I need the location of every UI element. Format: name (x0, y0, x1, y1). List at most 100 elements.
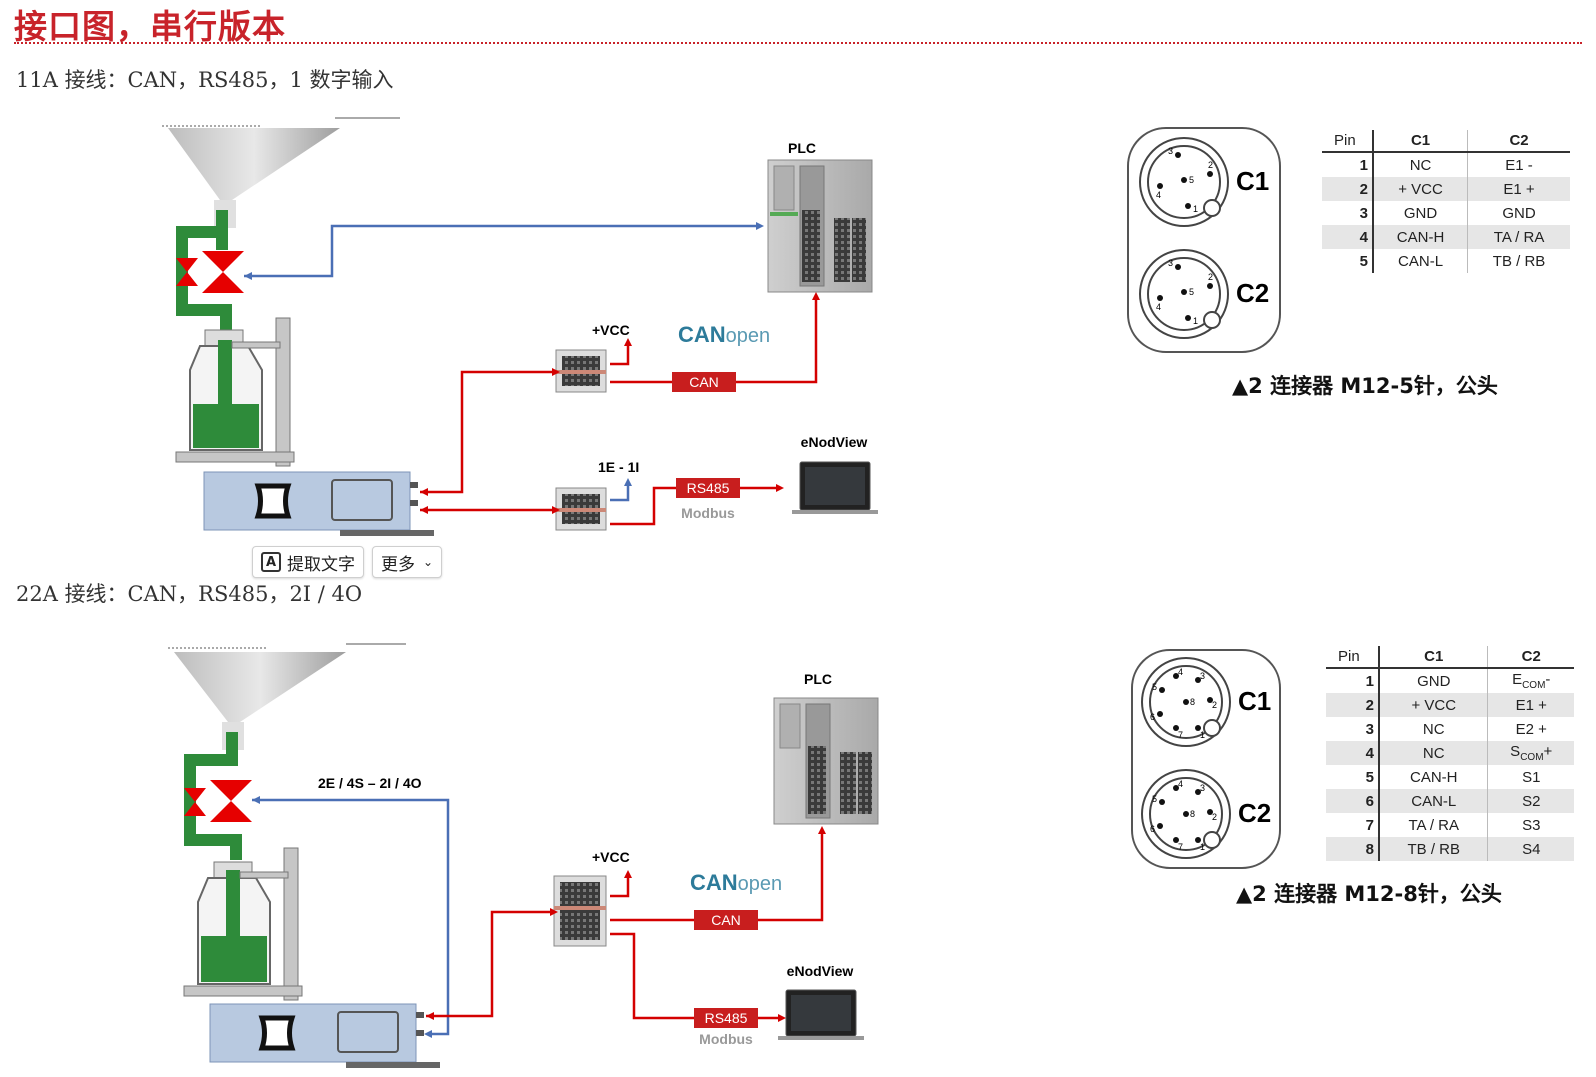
cell: 7 (1326, 813, 1380, 837)
vcc-label-1: +VCC (592, 322, 630, 338)
wire-loadcell-tb-2 (426, 910, 554, 1018)
pin-label: 4 (1156, 302, 1161, 312)
valve-2 (184, 780, 252, 822)
pin-label: 4 (1156, 190, 1161, 200)
cell: CAN-L (1398, 252, 1444, 270)
pin-label: 1 (1193, 316, 1198, 326)
wire-vcc-2 (610, 876, 630, 898)
laptop-enodview-2: eNodView (778, 963, 864, 1040)
cell: S4 (1487, 837, 1574, 861)
pin-label: 4 (1178, 667, 1183, 677)
load-cell-1 (203, 471, 434, 536)
rs485-label-1: RS485 (687, 480, 730, 496)
pin-label: 5 (1189, 175, 1194, 185)
can-label-2: CAN (711, 912, 741, 928)
pin-label: 3 (1168, 258, 1173, 268)
extract-text-button[interactable]: A 提取文字 (252, 546, 364, 578)
more-label: 更多 (381, 554, 415, 575)
cell: S1 (1487, 765, 1574, 789)
wire-vcc-1 (610, 344, 630, 366)
terminal-block-can-1 (555, 349, 607, 393)
pin-label: 5 (1152, 682, 1157, 692)
cell: E1 + (1487, 693, 1574, 717)
modbus-label-2: Modbus (699, 1031, 753, 1047)
cell: CAN-L (1379, 789, 1488, 813)
diagram-1: PLC +VCC CA (162, 117, 878, 536)
wire-can-plc-2 (610, 830, 824, 922)
caption-m12-5: ▲2 连接器 M12-5针，公头 (1232, 374, 1498, 398)
pin-label: 3 (1200, 783, 1205, 793)
cell: CAN-H (1409, 768, 1458, 786)
cell: 5 (1326, 765, 1380, 789)
cell: 8 (1326, 837, 1380, 861)
connector-m12-5-pin: 3 2 5 4 1 3 2 5 4 1 C1 C2 (1127, 127, 1281, 353)
table-row: 3 GND GND (1322, 201, 1570, 225)
pin-label: 5 (1152, 794, 1157, 804)
cell: CAN-H (1373, 225, 1468, 249)
pin-label: 3 (1200, 671, 1205, 681)
cell: GND (1467, 201, 1570, 225)
th-c2: C2 (1487, 646, 1574, 669)
cell: GND (1403, 204, 1438, 222)
th-c2: C2 (1467, 130, 1570, 153)
section-title-11a: 11A 接线：CAN，RS485，1 数字输入 (16, 68, 394, 92)
pin-label: 6 (1150, 824, 1155, 834)
plc-label-2: PLC (804, 671, 832, 687)
cell: 6 (1326, 789, 1380, 813)
modbus-label-1: Modbus (681, 505, 735, 521)
cell: + VCC (1373, 177, 1468, 201)
text-scan-icon: A (261, 552, 281, 572)
cell: GND (1417, 672, 1451, 690)
pin-label: 2 (1208, 272, 1213, 282)
cell: 5 (1322, 249, 1374, 273)
cell: 2 (1322, 177, 1374, 201)
cell: 1 (1322, 152, 1374, 177)
c1-label: C1 (1238, 686, 1271, 716)
canopen-logo-1: CANopen (678, 322, 770, 347)
cell: TB / RB (1379, 837, 1488, 861)
more-button[interactable]: 更多 ⌄ (372, 546, 443, 578)
wire-loadcell-can-1 (420, 370, 556, 494)
laptop-enodview-1: eNodView (792, 434, 878, 514)
page-title: 接口图，串行版本 (14, 7, 286, 46)
cell: E1 - (1467, 152, 1570, 177)
cell: + VCC (1379, 693, 1488, 717)
diagram-2: 2E / 4S – 2I / 4O PLC +VCC CAN CANopen (168, 643, 879, 1068)
pin-label: 7 (1178, 730, 1183, 740)
rs485-tag-1 (676, 478, 740, 498)
cell: 4 (1322, 225, 1374, 249)
wire-io-1 (610, 484, 630, 502)
pin-label: 7 (1178, 842, 1183, 852)
c1-label: C1 (1236, 166, 1269, 196)
image-toolbar: A 提取文字 更多 ⌄ (252, 546, 443, 578)
rs485-tag-2 (694, 1008, 758, 1028)
c2-label: C2 (1238, 798, 1271, 828)
extract-text-label: 提取文字 (287, 554, 355, 575)
rs485-label-2: RS485 (705, 1010, 748, 1026)
cell: 2 (1326, 693, 1380, 717)
cell: E1 + (1467, 177, 1570, 201)
pin-label: 1 (1193, 204, 1198, 214)
enodview-label-2: eNodView (787, 963, 854, 979)
wire-rs485-pc-2 (610, 932, 782, 1020)
cell: 3 (1322, 201, 1374, 225)
fill-pipe-2 (184, 732, 242, 860)
caption-m12-8: ▲2 连接器 M12-8针，公头 (1236, 882, 1502, 906)
title-divider (14, 42, 1582, 44)
cell: ECOM- (1487, 668, 1574, 693)
th-c1: C1 (1379, 646, 1488, 669)
cell: S2 (1487, 789, 1574, 813)
cell: 3 (1326, 717, 1380, 741)
cell: TB / RB (1467, 249, 1570, 273)
section-title-22a: 22A 接线：CAN，RS485，2I / 4O (16, 582, 363, 606)
